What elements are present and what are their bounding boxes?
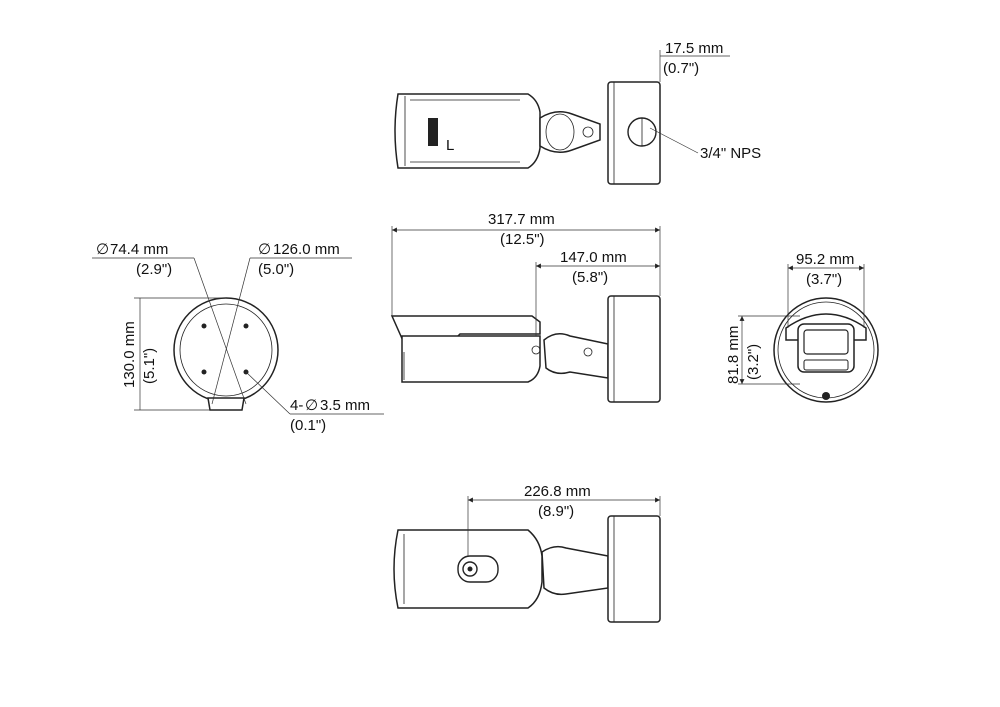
side-view-arm — [543, 333, 609, 379]
bottom-length-in: (8.9") — [538, 503, 574, 520]
holes-in: (0.1") — [290, 417, 326, 434]
bottom-view-screw — [462, 561, 478, 577]
total-length-mm: 317.7 mm — [488, 211, 555, 228]
side-view: 317.7 mm (12.5") 147.0 mm (5.8") — [390, 211, 661, 403]
bottom-view-junction-box — [607, 515, 661, 623]
inner-diameter-mm: 74.4 mm — [110, 241, 168, 258]
mount-height-mm: 130.0 mm — [121, 321, 138, 388]
diameter-symbol-2: ∅ — [258, 241, 271, 258]
diameter-symbol-3: ∅ — [305, 397, 318, 414]
mount-inner-circle — [179, 303, 273, 397]
total-length-in: (12.5") — [500, 231, 545, 248]
bottom-length-mm: 226.8 mm — [524, 483, 591, 500]
front-view: 95.2 mm (3.7") 81.8 mm (3.2") — [725, 251, 879, 403]
bracket-length-in: (5.8") — [572, 269, 608, 286]
outer-diameter-in: (5.0") — [258, 261, 294, 278]
top-view: L 17.5 mm (0.7") 3/4" NPS — [394, 40, 761, 185]
outer-diameter-mm: 126.0 mm — [273, 241, 340, 258]
side-view-junction-box — [607, 295, 661, 403]
bottom-view: 226.8 mm (8.9") — [393, 483, 661, 623]
front-width-mm: 95.2 mm — [796, 251, 854, 268]
bottom-view-reset-cover — [457, 555, 499, 583]
bracket-length-mm: 147.0 mm — [560, 249, 627, 266]
top-view-junction-box — [607, 81, 661, 185]
front-height-mm: 81.8 mm — [725, 326, 742, 384]
bracket-offset-in: (0.7") — [663, 60, 699, 77]
top-view-camera-body — [394, 93, 541, 169]
svg-text:L: L — [446, 137, 454, 154]
mount-height-in: (5.1") — [141, 348, 158, 384]
mount-view: ∅ 74.4 mm (2.9") ∅ 126.0 mm (5.0") 130.0… — [92, 241, 384, 434]
front-height-in: (3.2") — [745, 344, 762, 380]
side-view-camera-body — [401, 335, 541, 383]
diameter-symbol-1: ∅ — [96, 241, 109, 258]
top-view-ball-joint — [539, 111, 601, 153]
holes-mm: 3.5 mm — [320, 397, 370, 414]
holes-count: 4- — [290, 397, 303, 414]
front-width-in: (3.7") — [806, 271, 842, 288]
bracket-offset-mm: 17.5 mm — [665, 40, 723, 57]
conduit-thread-label: 3/4" NPS — [700, 145, 761, 162]
bottom-view-arm — [541, 545, 609, 596]
inner-diameter-in: (2.9") — [136, 261, 172, 278]
top-view-label-plate — [428, 118, 438, 146]
